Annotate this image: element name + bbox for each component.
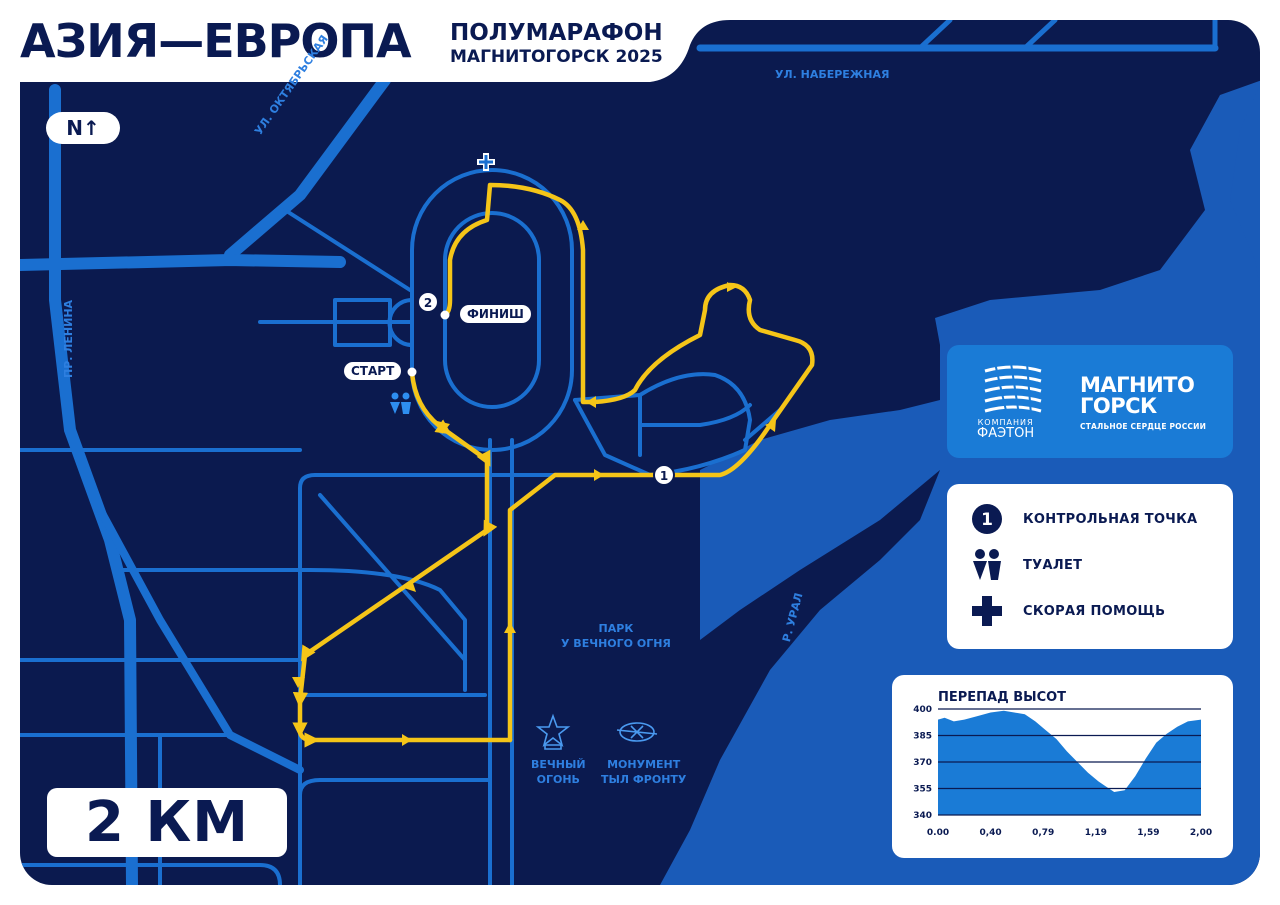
subtitle-line-1: ПОЛУМАРАФОН <box>450 20 663 46</box>
monument-line-1: МОНУМЕНТ <box>607 758 681 771</box>
legend-toilet-label: ТУАЛЕТ <box>1023 557 1083 573</box>
distance-label: 2 КМ <box>47 788 287 857</box>
park-label-line-1: ПАРК <box>598 622 634 635</box>
elevation-x-tick: 0,40 <box>979 828 1001 838</box>
elevation-y-tick: 370 <box>913 758 932 768</box>
elevation-x-tick: 1,19 <box>1085 828 1107 838</box>
elevation-y-tick: 385 <box>913 732 932 742</box>
legend-row-ambulance: СКОРАЯ ПОМОЩЬ <box>969 594 1229 628</box>
road-lenina <box>49 84 138 885</box>
legend-ambulance-label: СКОРАЯ ПОМОЩЬ <box>1023 603 1166 619</box>
route-arrow <box>404 580 416 592</box>
park-label: ПАРК У ВЕЧНОГО ОГНЯ <box>561 622 671 652</box>
header-tab <box>0 0 730 82</box>
road-horizontal-main <box>20 254 346 271</box>
road-east-diag <box>573 398 652 477</box>
checkpoint-icon: 1 <box>969 502 1005 536</box>
road-nab-diag-2 <box>1022 20 1058 51</box>
route-arrow <box>577 220 589 230</box>
street-label-lenina: ПР. ЛЕНИНА <box>62 299 75 378</box>
route-arrow <box>437 421 450 434</box>
checkpoint-2-marker[interactable] <box>417 291 439 313</box>
page-title: АЗИЯ—ЕВРОПА <box>20 14 412 68</box>
route-arrow <box>402 734 412 746</box>
road-north-stadium <box>283 208 412 292</box>
elevation-y-tick: 400 <box>913 705 932 715</box>
checkpoint-2-number: 2 <box>424 296 432 310</box>
legend-row-checkpoint: 1 КОНТРОЛЬНАЯ ТОЧКА <box>969 502 1229 536</box>
stadium-entrance <box>333 298 392 347</box>
stadium-inner <box>443 211 541 409</box>
start-label: СТАРТ <box>344 362 402 380</box>
checkpoint-1-marker[interactable] <box>653 464 675 486</box>
road-east-inner <box>638 403 752 427</box>
elevation-x-tick: 2,00 <box>1190 828 1212 838</box>
toilet-icon <box>390 392 411 414</box>
route-arrow <box>594 469 604 481</box>
elevation-x-tick: 0.00 <box>927 828 949 838</box>
river-channel <box>700 400 940 640</box>
route-arrow <box>504 622 516 633</box>
sponsor-logos: КОМПАНИЯ ФАЭТОН МАГНИТО ГОРСК СТАЛЬНОЕ С… <box>947 345 1233 458</box>
faeton-logo-icon <box>984 362 1042 416</box>
legend-checkpoint-number: 1 <box>981 510 993 530</box>
road-nab-diag-1 <box>917 20 953 51</box>
route-arrow <box>727 282 737 292</box>
eternal-flame-line-2: ОГОНЬ <box>536 772 580 786</box>
road-south-1 <box>298 778 492 797</box>
magnitogorsk-line-1: МАГНИТО <box>1080 373 1195 397</box>
route-arrow <box>765 420 776 432</box>
legend-row-toilet: ТУАЛЕТ <box>969 548 1229 582</box>
elevation-x-tick: 1,59 <box>1137 828 1159 838</box>
finish-point <box>440 310 450 320</box>
toilet-icon <box>969 548 1005 582</box>
ambulance-cross-icon <box>477 153 495 171</box>
route-park-north <box>442 182 815 743</box>
eternal-flame-line-1: ВЕЧНЫЙ <box>531 758 586 771</box>
road-south-2 <box>20 863 282 885</box>
start-point <box>407 367 417 377</box>
park-label-line-2: У ВЕЧНОГО ОГНЯ <box>561 636 671 650</box>
faeton-caption: КОМПАНИЯ ФАЭТОН <box>977 418 1035 442</box>
road-east-loop <box>638 372 752 477</box>
route-arrow <box>586 396 596 408</box>
faeton-caption-line-1: КОМПАНИЯ <box>977 418 1034 427</box>
monument-line-2: ТЫЛ ФРОНТУ <box>601 772 687 786</box>
elevation-y-tick: 340 <box>913 811 932 821</box>
river-ural-bank <box>1230 80 1260 885</box>
monument-label: МОНУМЕНТ ТЫЛ ФРОНТУ <box>601 758 686 788</box>
magnitogorsk-tagline: СТАЛЬНОЕ СЕРДЦЕ РОССИИ <box>1080 422 1207 431</box>
north-indicator: N↑ <box>46 112 120 144</box>
eternal-flame-icon <box>535 713 571 750</box>
street-label-naberezhnaya: УЛ. НАБЕРЕЖНАЯ <box>775 68 890 81</box>
monument-icon <box>616 722 658 742</box>
route-start-segment <box>292 369 513 748</box>
elevation-chart-plot: 400 385 370 355 340 0.00 0,40 0,79 1,19 1,59 2,00 <box>913 705 1212 838</box>
checkpoint-1-number: 1 <box>660 469 668 483</box>
finish-label: ФИНИШ <box>460 305 531 323</box>
route-arrow <box>292 677 305 688</box>
faeton-caption-line-2: ФАЭТОН <box>977 426 1035 442</box>
page-subtitle: ПОЛУМАРАФОН МАГНИТОГОРСК 2025 <box>450 22 663 66</box>
elevation-x-tick: 0,79 <box>1032 828 1054 838</box>
eternal-flame-label: ВЕЧНЫЙ ОГОНЬ <box>531 758 586 788</box>
subtitle-line-2: МАГНИТОГОРСК 2025 <box>450 47 663 67</box>
elevation-chart-title: ПЕРЕПАД ВЫСОТ <box>938 690 1067 705</box>
elevation-chart: ПЕРЕПАД ВЫСОТ 400 385 370 355 340 0.00 0,40 0,7… <box>892 675 1233 858</box>
elevation-y-tick: 355 <box>913 785 932 795</box>
ambulance-cross-icon <box>969 594 1005 628</box>
magnitogorsk-line-2: ГОРСК <box>1080 394 1157 418</box>
elevation-area <box>938 710 1201 815</box>
magnitogorsk-logo: МАГНИТО ГОРСК СТАЛЬНОЕ СЕРДЦЕ РОССИИ <box>1080 373 1207 432</box>
road-east-river <box>743 408 782 442</box>
road-diagonal-south <box>91 496 304 774</box>
road-oktyabrskaya <box>224 74 391 261</box>
stadium-entrance-arc <box>387 298 414 347</box>
legend-checkpoint-label: КОНТРОЛЬНАЯ ТОЧКА <box>1023 511 1198 527</box>
map-legend: 1 КОНТРОЛЬНАЯ ТОЧКА ТУАЛЕТ СКОРАЯ ПОМОЩЬ <box>947 484 1233 649</box>
